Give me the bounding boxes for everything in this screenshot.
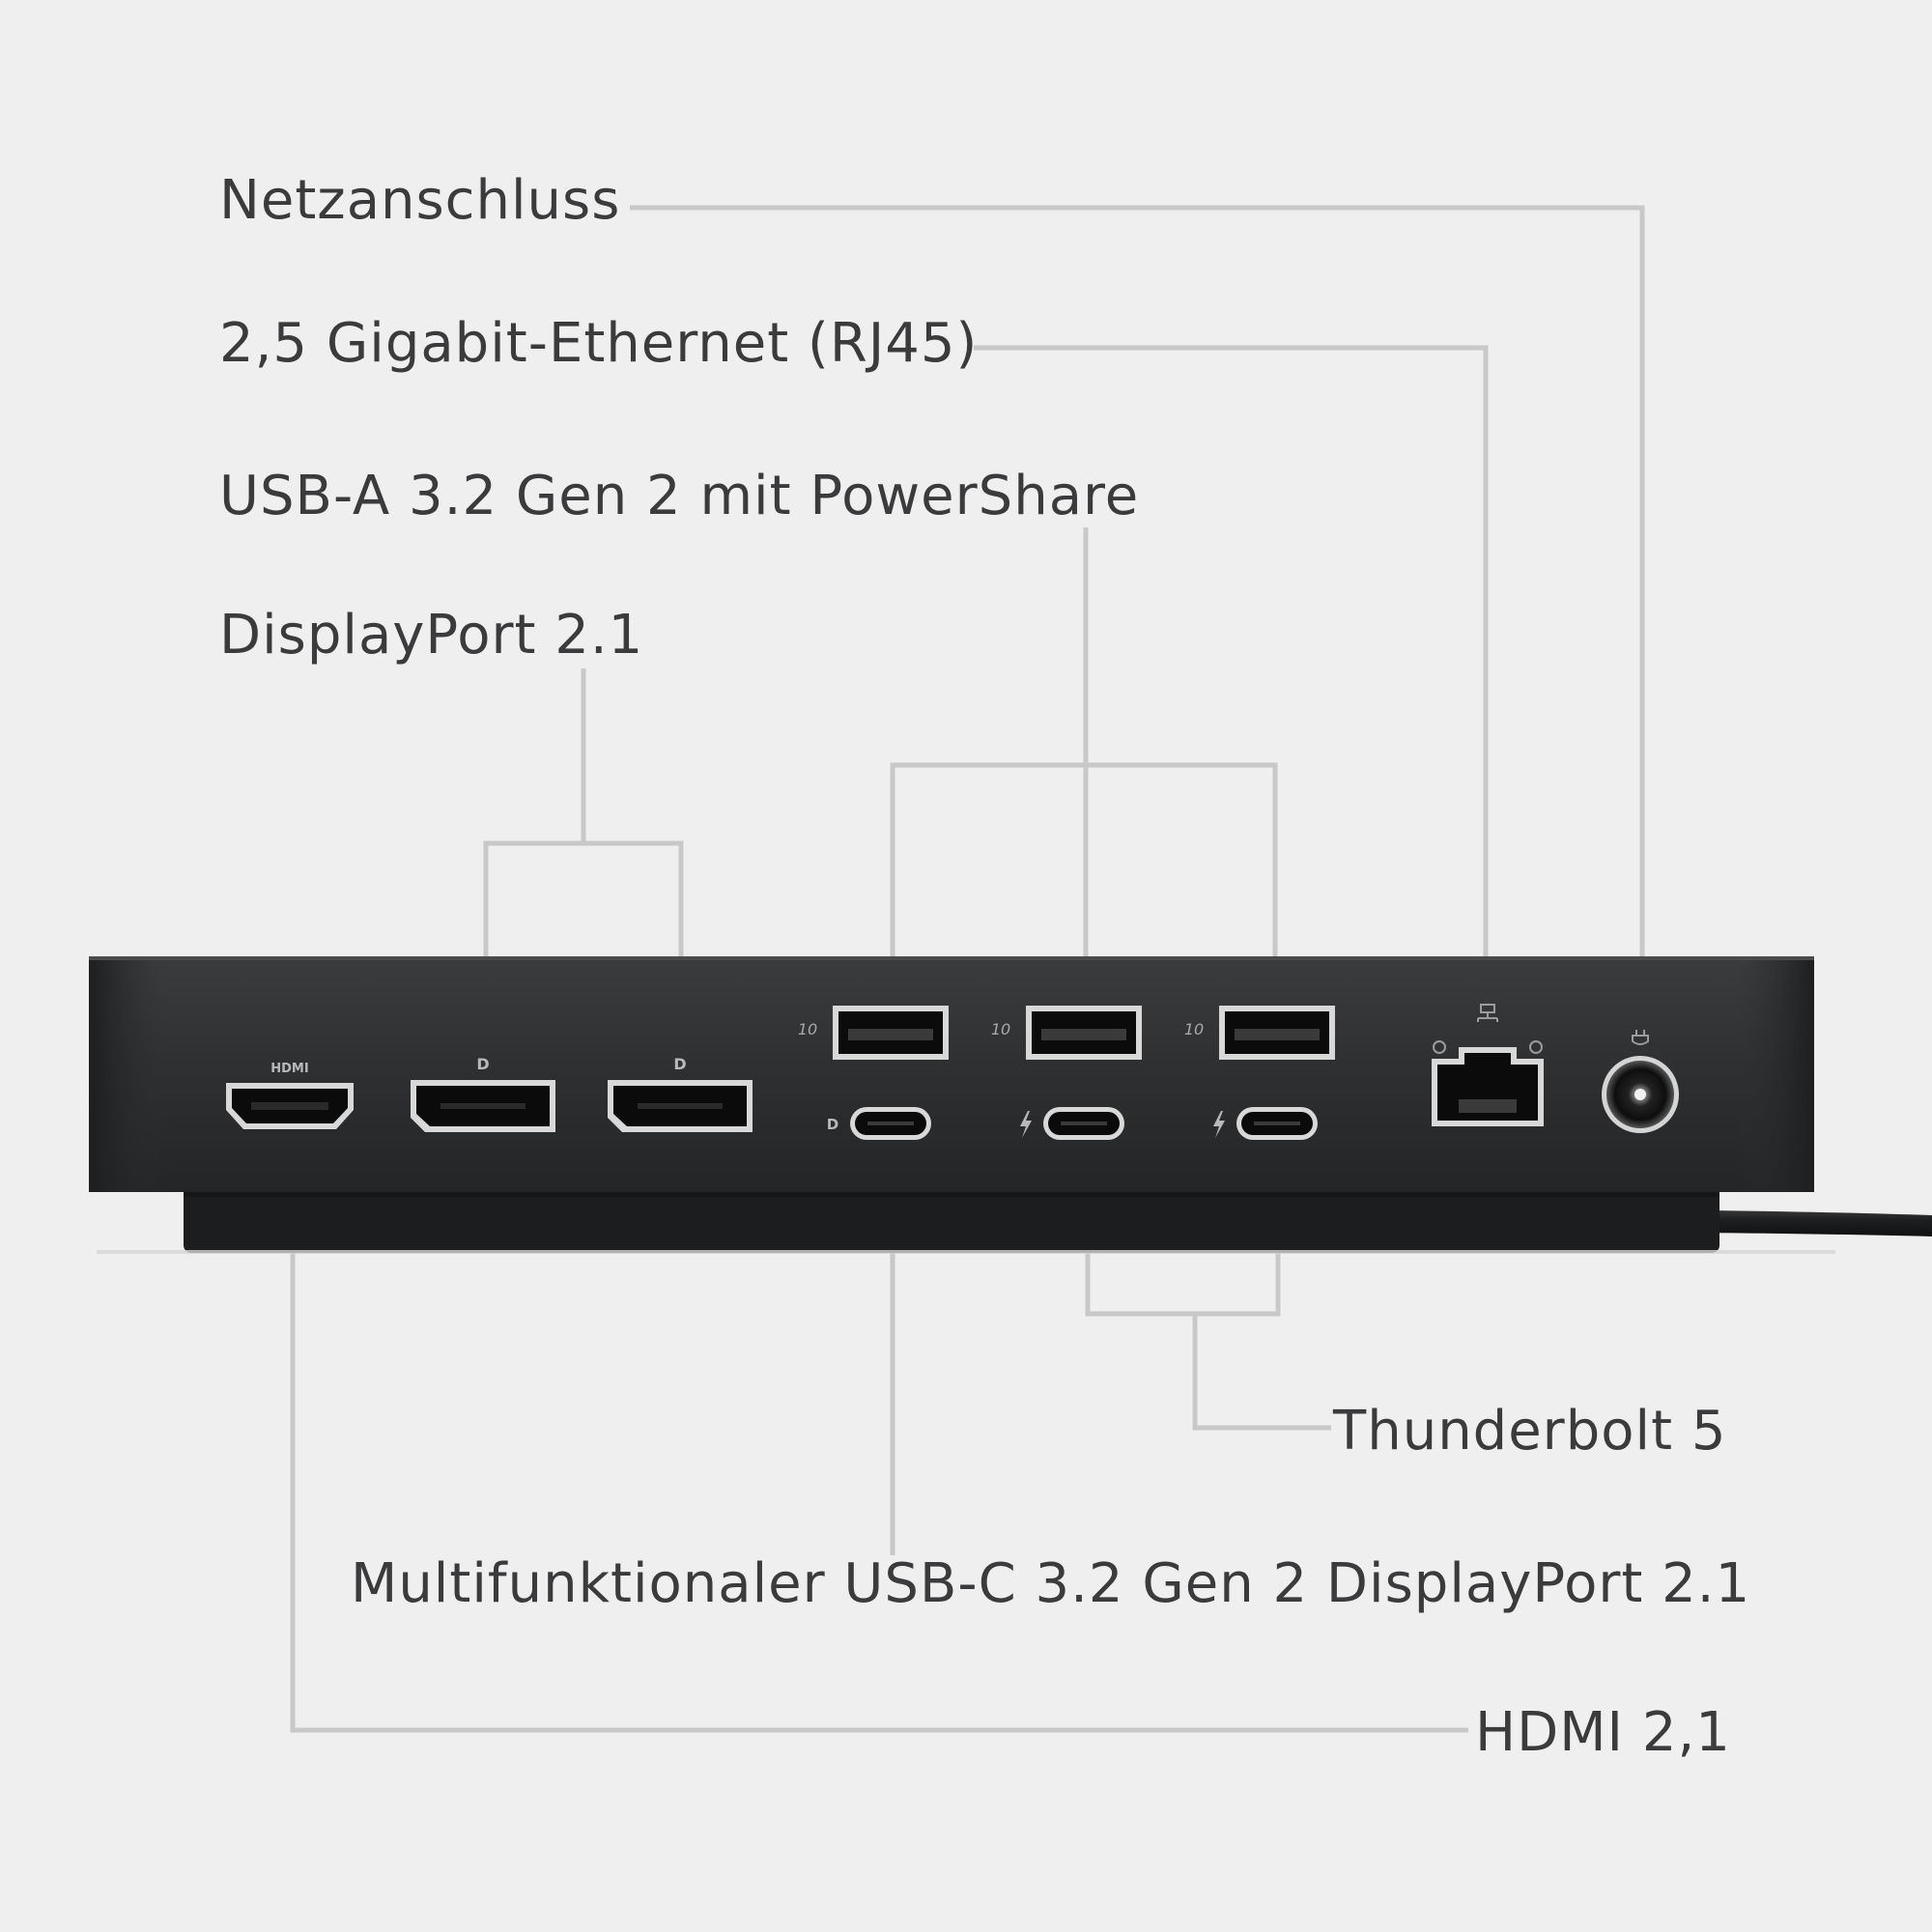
label-displayport: DisplayPort 2.1 [219,604,644,667]
usbc-port-thunderbolt-2 [1236,1107,1318,1140]
usb-speed-icon-2: 10 [991,1020,1010,1038]
usbc-port-thunderbolt-1 [1043,1107,1124,1140]
hdmi-port [226,1083,354,1129]
dp-logo-icon-2: D [673,1055,686,1073]
label-hdmi: HDMI 2,1 [1475,1701,1731,1764]
callout-line-power [630,205,1645,1088]
thunderbolt-icon-1 [1020,1111,1032,1138]
usba-port-2 [1026,1006,1142,1060]
thunderbolt-icon-2 [1213,1111,1225,1138]
power-plug-icon [1632,1030,1649,1045]
dock-body [89,956,1814,1192]
usb-speed-icon-3: 10 [1184,1020,1204,1038]
power-jack [1602,1056,1679,1133]
label-usbc: Multifunktionaler USB-C 3.2 Gen 2 Displa… [351,1552,1751,1615]
displayport-port-1 [411,1080,555,1132]
usba-port-3 [1219,1006,1335,1060]
label-usba: USB-A 3.2 Gen 2 mit PowerShare [219,465,1140,527]
usbc-port-displayport [850,1107,931,1140]
dp-logo-icon-1: D [476,1055,489,1073]
label-thunderbolt: Thunderbolt 5 [1333,1400,1727,1463]
ethernet-port [1432,1040,1544,1126]
usb-speed-icon-1: 10 [798,1020,817,1038]
label-power: Netzanschluss [219,169,621,232]
displayport-port-2 [608,1080,753,1132]
dock-base [184,1183,1719,1253]
label-ethernet: 2,5 Gigabit-Ethernet (RJ45) [219,312,979,375]
usba-port-1 [833,1006,949,1060]
callout-line-ethernet [974,345,1489,1029]
callout-line-usba [890,527,1278,1010]
dp-logo-icon-3: D [827,1116,838,1133]
callout-lines [290,205,1645,1733]
network-icon [1477,1004,1498,1022]
callout-line-hdmi [290,1125,1468,1733]
hdmi-port-marking: HDMI [270,1062,308,1076]
